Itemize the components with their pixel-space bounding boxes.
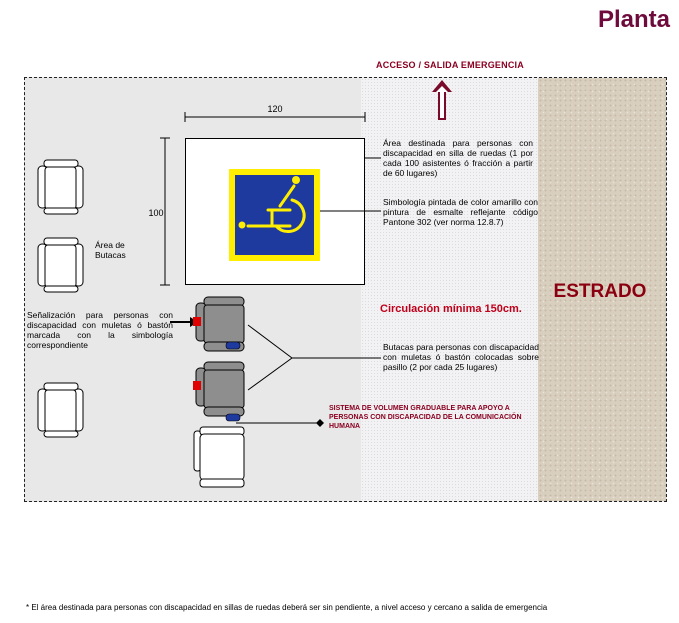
signage-note: Señalización para personas con discapaci… [27, 310, 173, 350]
armchair-icon [37, 159, 84, 215]
wheelchair-area-note: Área destinada para personas con discapa… [383, 138, 533, 178]
width-dimension-line [184, 112, 366, 122]
armchair-icon [37, 237, 84, 293]
crutch-marker [225, 341, 241, 350]
stage-area [538, 78, 666, 501]
footnote: * El área destinada para personas con di… [26, 603, 548, 612]
height-dimension: 100 [148, 208, 164, 218]
accessibility-sign-field [235, 175, 314, 255]
crutch-seats-note: Butacas para personas con discapacidad c… [383, 342, 539, 372]
access-exit-label: ACCESO / SALIDA EMERGENCIA [376, 60, 524, 70]
armchair-icon [193, 426, 245, 488]
page-title: Planta [597, 6, 670, 33]
sound-system-note: SISTEMA DE VOLUMEN GRADUABLE PARA APOYO … [329, 405, 522, 430]
height-dimension-line [160, 137, 170, 286]
symbol-note: Simbología pintada de color amarillo con… [383, 197, 538, 227]
up-arrow-icon [432, 80, 452, 120]
stage-label: ESTRADO [553, 281, 647, 302]
signage-marker [193, 317, 201, 326]
circulation-zone [361, 78, 538, 501]
circulation-label: Circulación mínima 150cm. [380, 303, 522, 315]
leader-marker [316, 419, 324, 427]
crutch-marker [225, 413, 241, 422]
leader-lines [236, 157, 381, 424]
seats-area-note: Área de Butacas [95, 240, 126, 260]
crutch-seat [195, 361, 245, 417]
armchair-icon [37, 382, 84, 438]
signage-marker [193, 381, 201, 390]
wheelchair-icon [238, 176, 306, 233]
width-dimension: 120 [267, 104, 283, 114]
